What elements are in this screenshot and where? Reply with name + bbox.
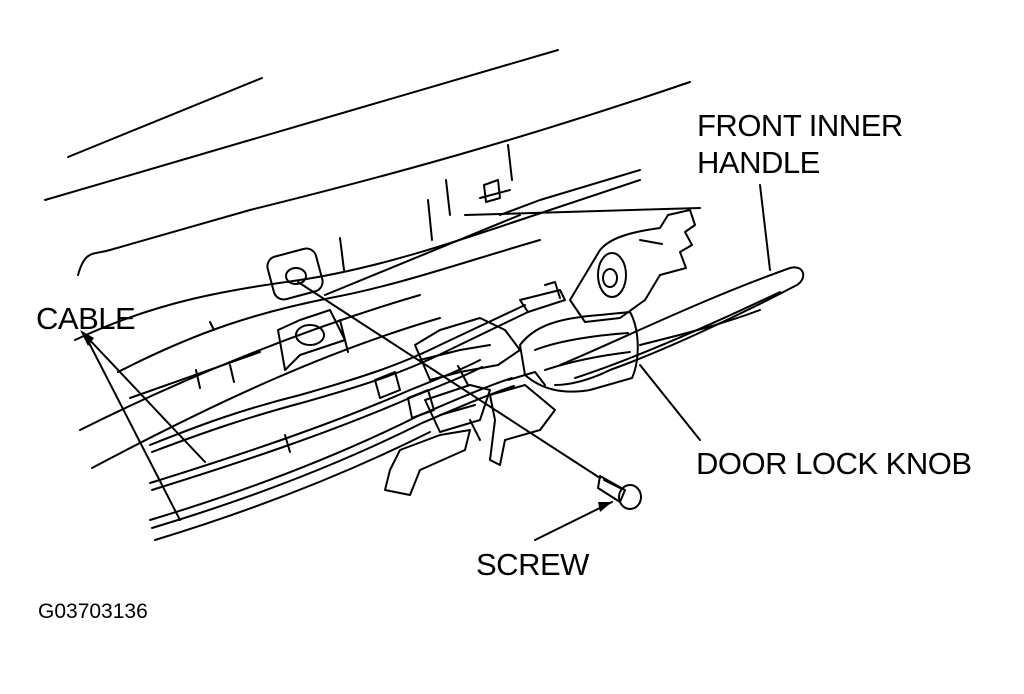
arrowhead-screw — [598, 502, 612, 512]
screw-label: SCREW — [476, 547, 589, 582]
cable-clamp — [384, 317, 556, 496]
leader-cable-upper — [84, 334, 206, 463]
clip-slot — [483, 179, 501, 203]
alignment-line — [297, 281, 601, 479]
leader-door-lock-knob — [639, 364, 701, 441]
leader-screw — [534, 501, 613, 541]
door-panel-outline — [44, 49, 701, 469]
front-inner-handle — [554, 266, 805, 386]
leader-cable-lower — [84, 334, 181, 521]
front-inner-handle-label-line2: HANDLE — [697, 145, 820, 180]
door-lock-knob-label: DOOR LOCK KNOB — [696, 446, 972, 481]
door-lock-knob — [519, 311, 639, 393]
handle-bracket — [569, 209, 696, 323]
cable-rods — [149, 304, 529, 541]
front-inner-handle-label-line1: FRONT INNER — [697, 108, 903, 143]
leader-lines — [84, 184, 771, 541]
mounting-hole-upper — [266, 247, 324, 301]
leader-front-inner-handle — [759, 184, 771, 271]
screw — [597, 475, 642, 510]
arrowhead-cable-upper — [80, 330, 94, 346]
cable-label: CABLE — [36, 301, 136, 336]
mounting-hole-lower — [295, 324, 325, 346]
figure-id-label: G03703136 — [38, 600, 148, 623]
leader-arrowheads — [80, 330, 612, 512]
cable-end-fittings — [374, 281, 566, 419]
